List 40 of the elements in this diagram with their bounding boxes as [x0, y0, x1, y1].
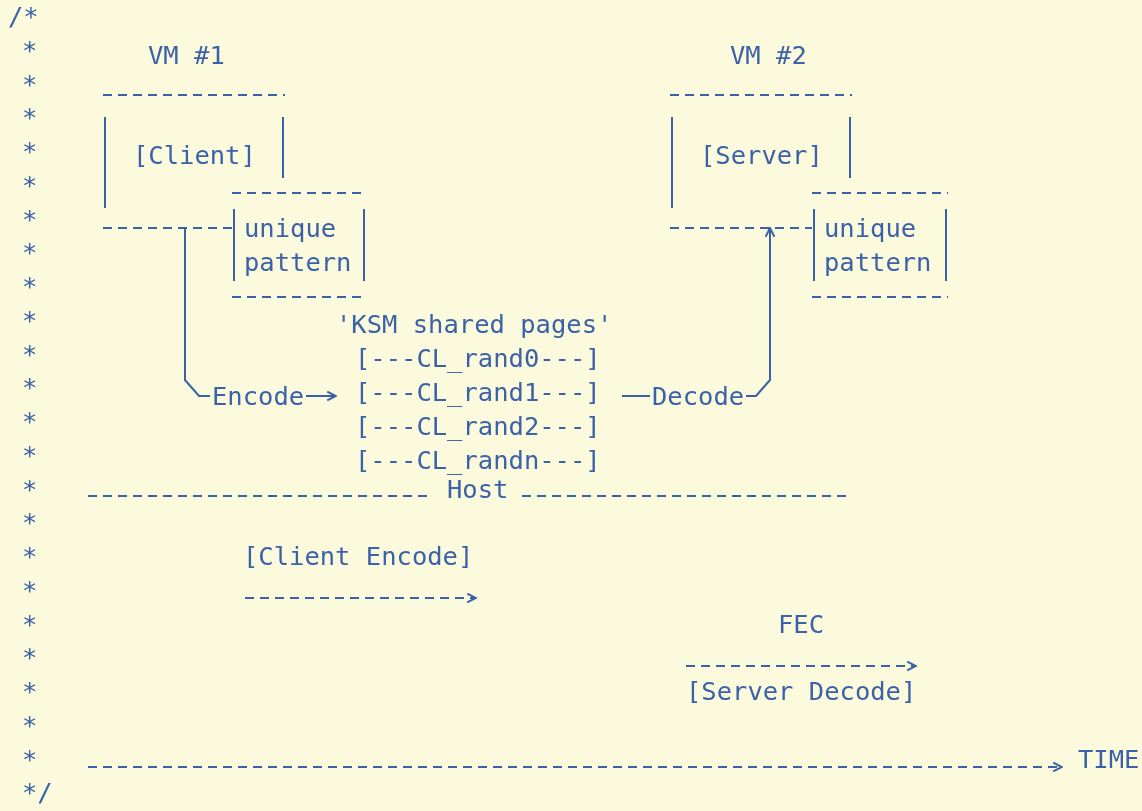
- shared-page-label: [---CL_rand2---]: [355, 409, 601, 443]
- comment-marker: *: [22, 102, 38, 133]
- process-label: [Client]: [133, 139, 256, 172]
- comment-marker: *: [22, 507, 38, 538]
- comment-marker: *: [22, 372, 38, 403]
- comment-marker: *: [22, 473, 38, 504]
- comment-marker: *: [22, 676, 38, 706]
- phase-label: [Client Encode]: [243, 541, 474, 571]
- vm-heading: VM #1: [148, 39, 225, 72]
- comment-marker: *: [22, 169, 38, 200]
- comment-marker: */: [22, 777, 53, 808]
- comment-marker: *: [22, 68, 38, 99]
- phase-label: FEC: [778, 608, 825, 639]
- comment-marker: /*: [8, 1, 39, 31]
- pattern-label: unique pattern: [244, 212, 353, 279]
- pattern-box: [232, 193, 366, 297]
- group-title: 'KSM shared pages': [336, 308, 613, 341]
- comment-marker: *: [22, 541, 38, 571]
- comment-marker: *: [22, 608, 38, 639]
- vm-heading: VM #2: [730, 39, 807, 72]
- phase-label: [Server Decode]: [686, 676, 917, 706]
- pattern-label: unique pattern: [824, 212, 933, 279]
- comment-marker: *: [22, 574, 38, 605]
- comment-marker: *: [22, 237, 38, 268]
- comment-marker: *: [22, 642, 38, 673]
- comment-marker: *: [22, 304, 38, 335]
- comment-marker: *: [22, 338, 38, 369]
- comment-marker: *: [22, 439, 38, 470]
- comment-marker: *: [22, 709, 38, 740]
- comment-marker: *: [22, 271, 38, 301]
- comment-marker: *: [22, 136, 38, 166]
- process-label: [Server]: [700, 139, 823, 172]
- comment-marker: *: [22, 203, 38, 234]
- shared-page-label: [---CL_rand0---]: [355, 341, 601, 375]
- axis-label: TIME: [1078, 743, 1140, 774]
- pattern-box: [812, 193, 948, 297]
- comment-marker: *: [22, 743, 38, 774]
- shared-page-label: [---CL_rand1---]: [355, 375, 601, 409]
- comment-marker: *: [22, 406, 38, 436]
- comment-marker: *: [22, 34, 38, 65]
